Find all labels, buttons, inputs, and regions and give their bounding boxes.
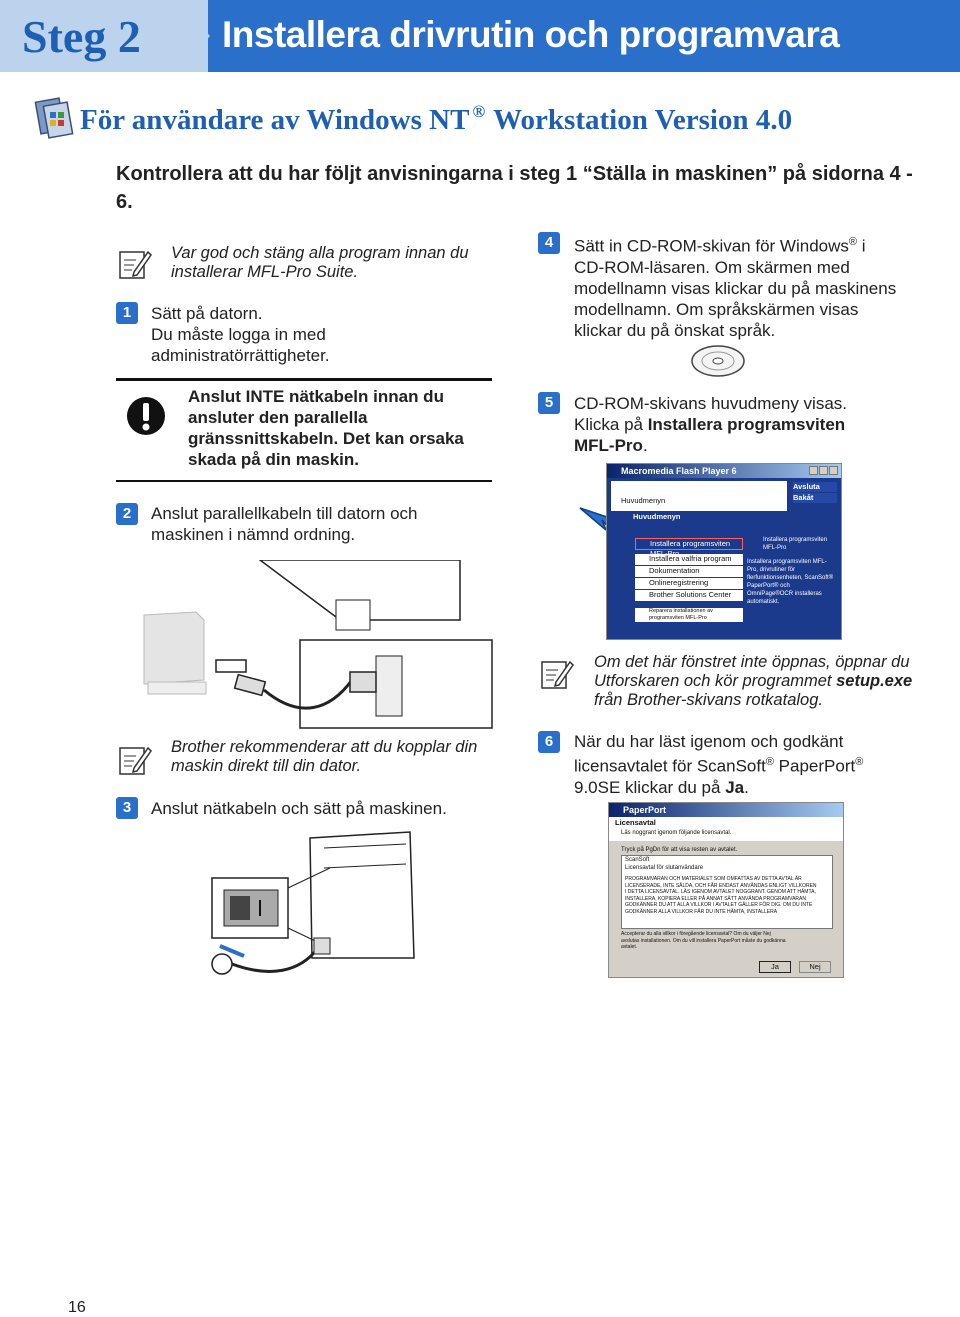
license-heading: Licensavtal [615,818,656,827]
caution-bottom-rule [116,480,492,482]
step-4-badge: 4 [538,232,560,254]
back-button[interactable]: Bakåt [793,493,837,503]
step-chevron [176,0,210,72]
windows-nt-icon [34,97,74,139]
caution-top-rule [116,378,492,381]
step-2-badge: 2 [116,503,138,525]
step-label: Steg 2 [22,11,141,62]
page-title: Installera drivrutin och programvara [222,14,840,55]
menu-item-registration[interactable]: Onlineregistrering [635,578,743,589]
intro-text: Kontrollera att du har följt anvisningar… [116,163,913,213]
section-heading: För användare av Windows NT®Workstation … [80,102,793,136]
step-5-text: CD-ROM-skivans huvudmeny visas. Klicka p… [574,394,848,455]
step-1-badge: 1 [116,302,138,324]
exit-button[interactable]: Avsluta [793,482,837,492]
menu-item-repair[interactable]: Reparera installationen av programsviten… [635,608,743,622]
step-tab [0,0,208,72]
menu-item-install-mfl-pro[interactable]: Installera programsviten MFL-Pro [635,538,743,558]
note-icon [119,746,152,775]
side-panel-text: Installera programsviten MFL-Pro, drivru… [747,559,834,605]
menu-heading: Huvudmenyn [633,512,681,521]
parallel-cable-illustration [143,560,493,729]
step-3-badge: 3 [116,797,138,819]
menu-item-optional[interactable]: Installera valfria program [635,554,743,565]
window-controls [809,466,838,475]
page-number: 16 [68,1299,86,1316]
maximize-button[interactable] [819,466,828,475]
side-panel-title: Installera programsviten MFL-Pro [763,537,828,551]
main-menu-window: Macromedia Flash Player 6 Huvudmenyn Avs… [606,463,842,640]
license-hint: Tryck på PgDn för att visa resten av avt… [621,847,738,853]
note-icon [119,250,152,279]
close-button[interactable] [829,466,838,475]
note-icon [541,660,574,689]
step-6-badge: 6 [538,731,560,753]
no-button[interactable]: Nej [799,961,831,973]
power-switch-illustration [211,831,415,975]
cd-rom-icon [691,345,745,377]
license-question: Accepterar du alla villkor i föregående … [621,931,786,950]
note-direct-connect: Brother rekommenderar att du kopplar din… [171,738,478,775]
menu-item-solutions-center[interactable]: Brother Solutions Center [635,590,743,601]
license-text-area[interactable]: ScanSoft Licensavtal för slutanvändare P… [621,855,833,929]
step-4-text: Sätt in CD-ROM-skivan för Windows® i CD-… [574,236,897,340]
step-6-text: När du har läst igenom och godkänt licen… [574,732,864,797]
license-intro: Läs noggrant igenom följande licensavtal… [621,830,732,836]
warning-icon [127,397,165,435]
step-5-badge: 5 [538,392,560,414]
yes-button[interactable]: Ja [759,961,791,973]
breadcrumb: Huvudmenyn [621,496,666,505]
note-run-setup: Om det här fönstret inte öppnas, öppnar … [594,653,913,709]
step-3-text: Anslut nätkabeln och sätt på maskinen. [151,799,447,818]
menu-item-documentation[interactable]: Dokumentation [635,566,743,577]
window-title: PaperPort [609,803,843,817]
license-window: PaperPort Licensavtal Läs noggrant igeno… [608,802,844,978]
window-title: Macromedia Flash Player 6 [607,464,841,478]
minimize-button[interactable] [809,466,818,475]
